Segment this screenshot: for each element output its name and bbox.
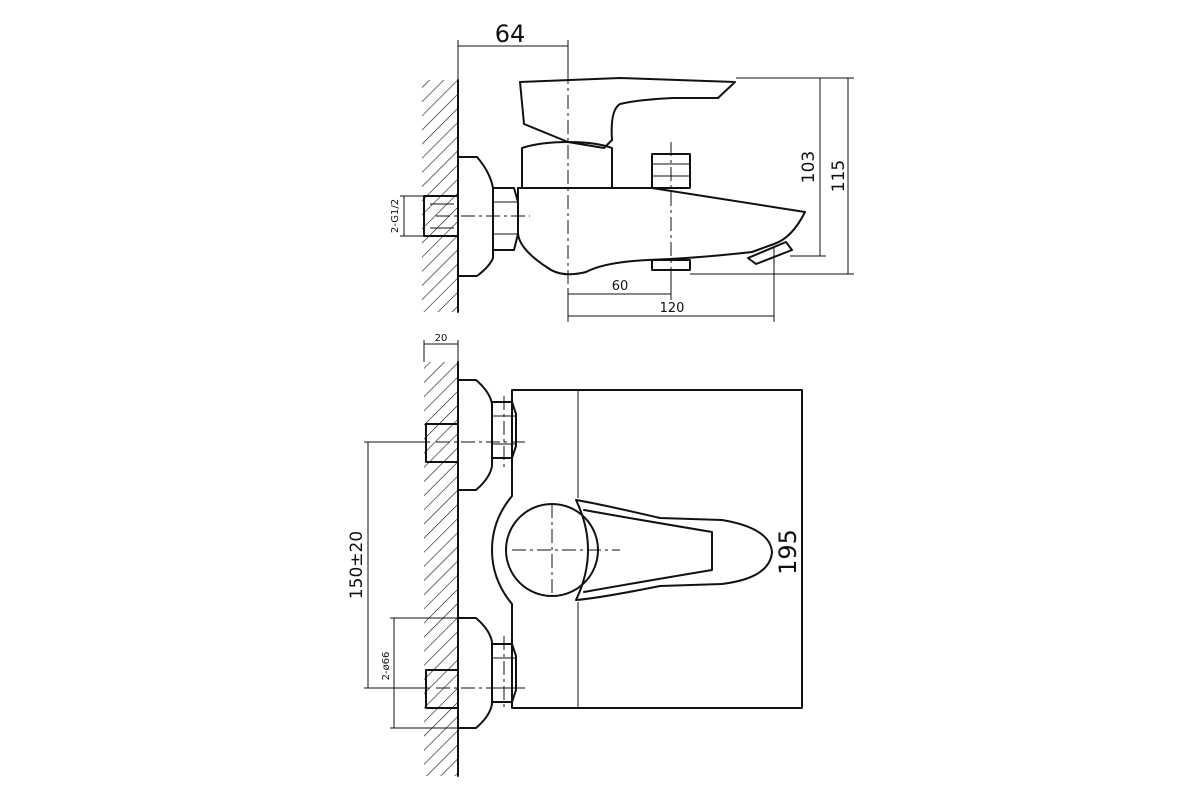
side-cartridge xyxy=(521,141,613,189)
dim-115-label: 115 xyxy=(829,160,849,192)
dim-64-label: 64 xyxy=(495,20,526,48)
dim-103-label: 103 xyxy=(799,151,819,183)
dim-flange-label: 2-ø66 xyxy=(381,652,392,681)
side-handle-lever xyxy=(519,77,736,149)
dim-20-label: 20 xyxy=(435,333,448,344)
front-handle-lever xyxy=(575,499,773,601)
dim-120-label: 120 xyxy=(660,301,685,316)
side-view: 64 103 115 60 120 2-G1/2 xyxy=(390,20,854,322)
front-lower-pipe xyxy=(425,669,459,709)
front-body xyxy=(491,389,803,709)
dim-thread-label: 2-G1/2 xyxy=(390,199,401,233)
side-inlet-pipe xyxy=(423,195,459,237)
side-hex-nut xyxy=(492,187,519,251)
side-body-spout xyxy=(517,187,806,276)
front-upper-flange xyxy=(457,379,493,491)
front-view: 20 150±20 xyxy=(347,333,803,777)
front-upper-pipe xyxy=(425,423,459,463)
front-lower-flange xyxy=(457,617,493,729)
dim-60-label: 60 xyxy=(612,279,629,294)
side-aerator xyxy=(747,241,793,265)
dim-195-label: 195 xyxy=(774,529,802,575)
dim-150-label: 150±20 xyxy=(347,531,367,599)
